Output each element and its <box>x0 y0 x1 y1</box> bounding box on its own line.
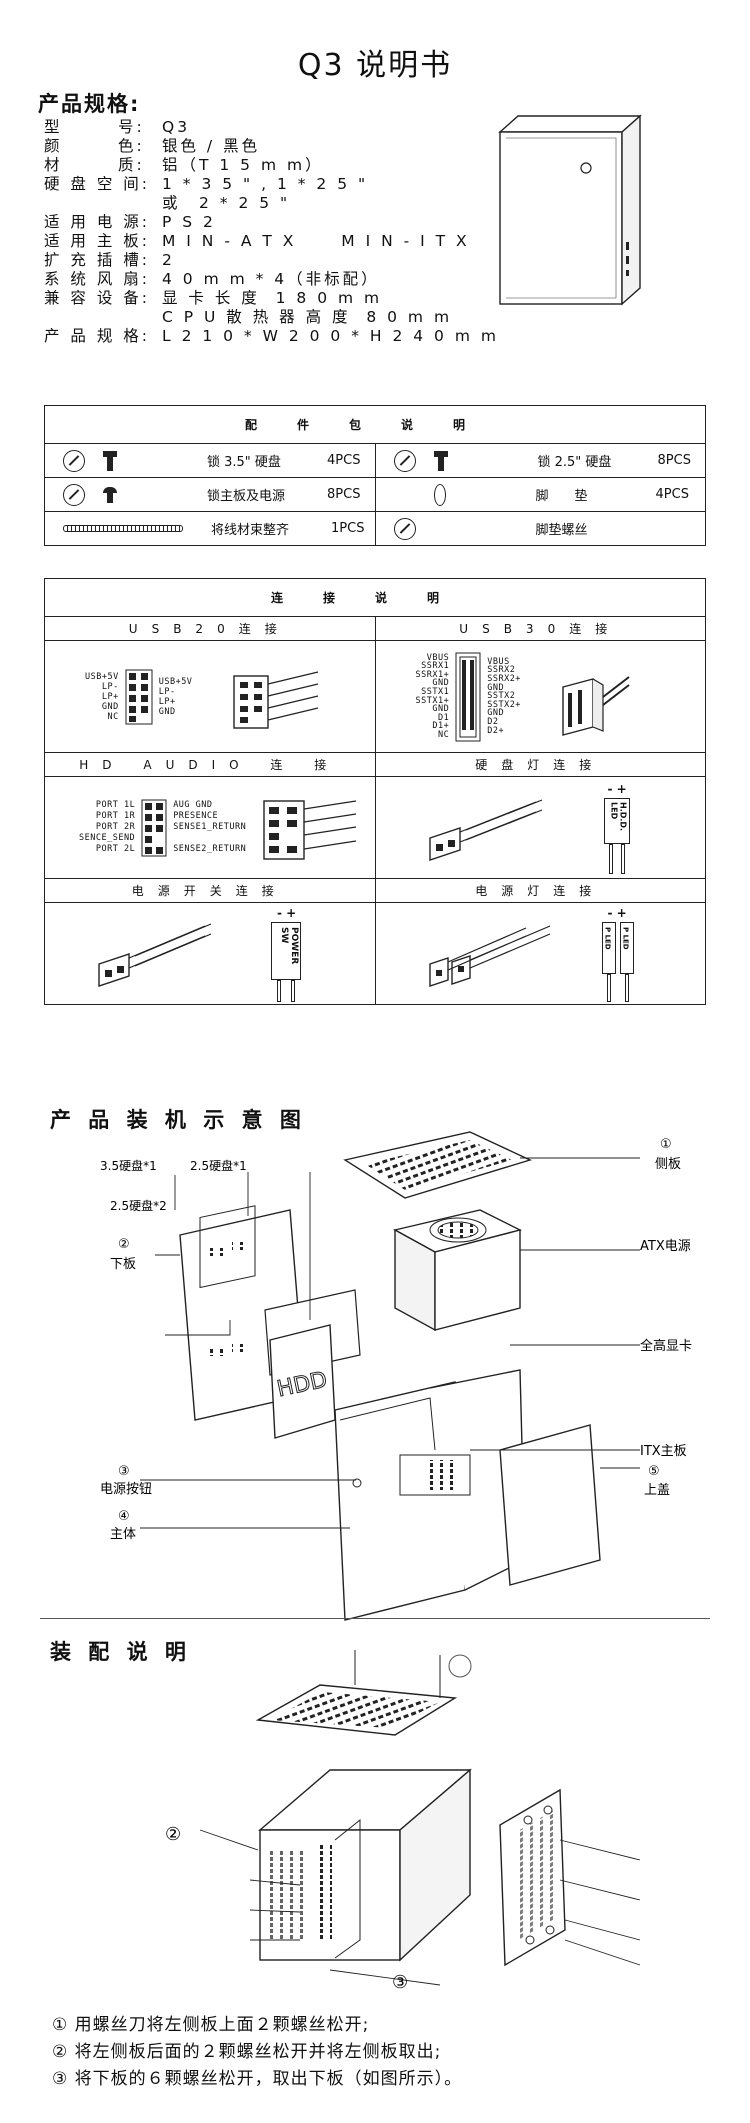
spec-row: C P U 散 热 器 高 度 8 0 m m <box>162 308 453 326</box>
spec-row: 颜 色:银色 / 黑色 <box>44 137 261 155</box>
instructions-heading: 装 配 说 明 <box>50 1640 191 1664</box>
instruction-steps: ① 用螺丝刀将左侧板上面２颗螺丝松开; ② 将左侧板后面的２颗螺丝松开并将左侧板… <box>52 2012 462 2093</box>
p-led-header-right: P LED <box>619 921 634 974</box>
case-illustration <box>498 114 642 306</box>
label-hdd25a: 2.5硬盘*1 <box>190 1158 247 1173</box>
power-led-plug-icon <box>428 924 550 987</box>
label-side: 侧板 <box>655 1157 681 1172</box>
connection-title: 连接说明 <box>44 578 706 617</box>
hdaudio-heading: HD AUDIO 连 接 <box>44 752 376 777</box>
top-cover-part <box>499 1424 601 1586</box>
spec-row: 材 质:铝（T 1 5 m m） <box>44 156 324 174</box>
label-body-num: ④ <box>118 1509 130 1524</box>
label-hdd35: 3.5硬盘*1 <box>100 1158 157 1173</box>
cable-tie-icon <box>63 525 183 532</box>
step-2: ② 将左侧板后面的２颗螺丝松开并将左侧板取出; <box>52 2042 442 2062</box>
audio-plug-icon <box>263 799 357 860</box>
audio-header-icon <box>141 799 167 856</box>
screw-icon <box>63 483 85 506</box>
powersw-heading: 电源开关连接 <box>44 878 376 903</box>
spec-row: 适 用 主 板:M I N - A T X M I N - I T X <box>44 232 470 250</box>
callout-3: ③ <box>392 1972 408 1993</box>
hdd-led-plug-icon <box>428 798 542 861</box>
usb20-plug-icon <box>233 670 319 729</box>
power-sw-plug-icon <box>98 922 212 987</box>
label-atx: ATX电源 <box>640 1239 691 1254</box>
connection-table: 连接说明 USB20连接 USB30连接 USB+5V LP- LP+ GND … <box>44 578 706 1005</box>
hddled-heading: 硬盘灯连接 <box>374 752 706 777</box>
spec-row: 产 品 规 格:L 2 1 0 * W 2 0 0 * H 2 4 0 m m <box>44 327 499 345</box>
usb30-heading: USB30连接 <box>374 616 706 641</box>
label-side-num: ① <box>660 1137 672 1152</box>
step-1: ① 用螺丝刀将左侧板上面２颗螺丝松开; <box>52 2015 370 2035</box>
spec-row: 型 号:Q3 <box>44 118 191 136</box>
label-body: 主体 <box>110 1527 136 1542</box>
label-gpu: 全高显卡 <box>640 1338 692 1354</box>
accessories-table: 配件包说明 锁 3.5" 硬盘 4PCS 锁 2.5" 硬盘 8PCS 锁 <box>44 405 706 546</box>
spec-row: 适 用 电 源:P S 2 <box>44 213 216 231</box>
usb30-header-icon <box>455 652 481 741</box>
screw-icon <box>393 517 416 540</box>
spec-row: 系 统 风 扇:4 0 m m * 4（非标配） <box>44 270 380 288</box>
label-top-num: ⑤ <box>648 1464 660 1479</box>
screw-side-icon <box>103 450 117 471</box>
power-sw-header: POWER SW <box>271 921 301 980</box>
accessories-title: 配件包说明 <box>44 405 706 444</box>
hdd-led-header: H.D.D. LED <box>603 797 630 844</box>
label-top: 上盖 <box>644 1483 670 1498</box>
callout-2: ② <box>165 1824 181 1845</box>
usb20-heading: USB20连接 <box>44 616 376 641</box>
section-divider <box>40 1618 710 1619</box>
screw-side-icon <box>433 450 448 471</box>
label-power-btn-num: ③ <box>118 1464 130 1479</box>
page-title: Q3 说明书 <box>297 48 453 83</box>
assembly-diagram: HDD 3.5硬盘*1 2.5硬盘*1 2.5硬盘*2 ① 侧板 ATX电源 ②… <box>100 1131 692 1621</box>
spec-row: 兼 容 设 备:显 卡 长 度 1 8 0 m m <box>44 289 383 307</box>
spec-row: 或 2 * 2 5 " <box>162 194 291 212</box>
spec-row: 扩 充 插 槽:2 <box>44 251 175 269</box>
screw-icon <box>63 449 85 472</box>
usb20-header-icon <box>125 669 153 724</box>
label-bottom-num: ② <box>118 1237 130 1252</box>
powerled-heading: 电源灯连接 <box>374 878 706 903</box>
screw-side-icon <box>103 486 117 503</box>
foot-pad-icon <box>433 483 446 506</box>
label-itx: ITX主板 <box>640 1444 687 1459</box>
spec-heading: 产品规格: <box>38 92 141 116</box>
p-led-header-left: P LED <box>601 921 616 974</box>
step-3: ③ 将下板的６颗螺丝松开，取出下板（如图所示）。 <box>52 2069 463 2089</box>
usb30-plug-icon <box>562 675 630 736</box>
label-bottom: 下板 <box>110 1257 136 1272</box>
assembly-heading: 产 品 装 机 示 意 图 <box>50 1108 306 1132</box>
label-power-btn: 电源按钮 <box>100 1482 152 1497</box>
spec-list: 型 号:Q3 颜 色:银色 / 黑色 材 质:铝（T 1 5 m m） 硬 盘 … <box>44 118 499 346</box>
instruction-diagram: ② ③ <box>165 1650 641 1993</box>
screw-icon <box>393 449 416 472</box>
label-hdd25b: 2.5硬盘*2 <box>110 1198 167 1213</box>
spec-row: 硬 盘 空 间:1 * 3 5 " , 1 * 2 5 " <box>44 175 369 193</box>
